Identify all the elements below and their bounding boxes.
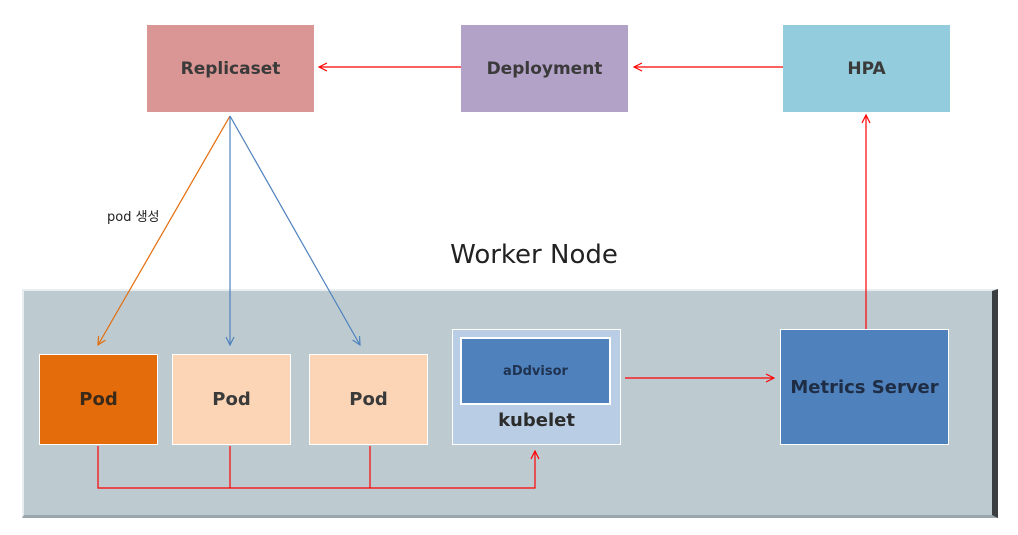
kubelet-node: aDdvisor kubelet [452,329,621,445]
pod-node-3: Pod [309,354,428,445]
metrics-server-node: Metrics Server [780,329,949,445]
pod-node-1: Pod [39,354,158,445]
connector-pods-to-kubelet [97,446,535,489]
replicaset-node: Replicaset [147,25,314,112]
pod-node-2: Pod [172,354,291,445]
worker-node-title: Worker Node [450,240,618,270]
pod-create-edge-label: pod 생성 [107,210,160,225]
deployment-node: Deployment [461,25,628,112]
arrow-replicaset-to-pod-3 [229,115,360,345]
cadvisor-node: aDdvisor [460,337,611,405]
hpa-node: HPA [783,25,950,112]
arrow-replicaset-to-pod-1 [98,115,231,345]
kubelet-label: kubelet [498,410,575,431]
